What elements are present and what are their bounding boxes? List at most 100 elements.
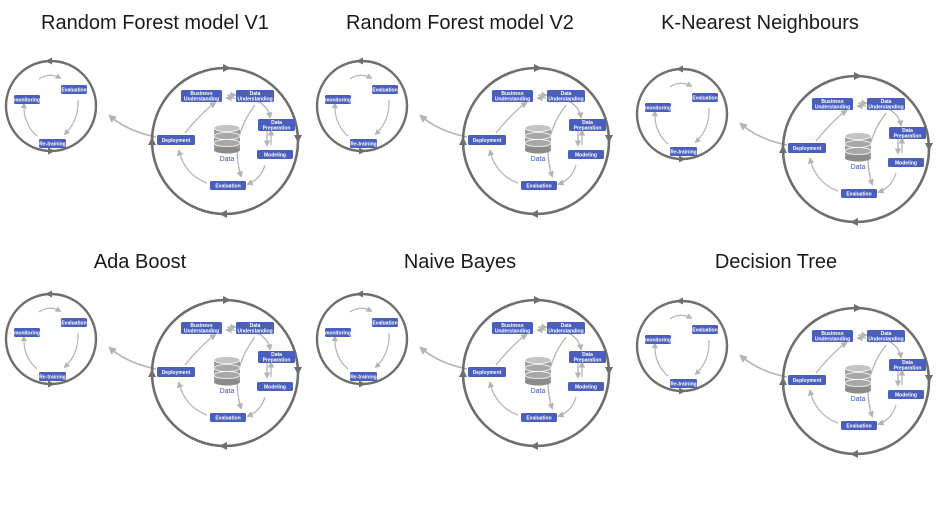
- modeling-label: Modeling: [575, 384, 597, 390]
- data-preparation-label: Data: [902, 128, 913, 134]
- flow-arrow: [331, 102, 349, 137]
- deployment-box: [468, 135, 506, 145]
- monitoring-cycle-ring: [315, 292, 409, 386]
- ring-arrowhead: [850, 218, 858, 226]
- ring-arrowhead: [779, 377, 787, 385]
- business-understanding-label: Understanding: [495, 329, 530, 335]
- flow-arrow: [246, 396, 266, 418]
- data-understanding-label: Data: [881, 99, 892, 105]
- data-preparation-box: [569, 119, 606, 131]
- ring-arrowhead: [925, 143, 933, 151]
- ring-arrowhead: [45, 57, 52, 65]
- data-preparation-label: Preparation: [263, 358, 291, 364]
- evaluation-label: Evaluation: [846, 423, 871, 429]
- business-understanding-label: Understanding: [815, 105, 850, 111]
- small-evaluation-box: [372, 318, 398, 327]
- deployment: Deployment: [468, 135, 506, 145]
- flow-arrow: [651, 342, 669, 377]
- retraining-label: Re-training: [39, 374, 65, 380]
- evaluation-box: [521, 181, 557, 190]
- flow-arrow: [877, 404, 897, 426]
- connector-arrow: [419, 346, 468, 370]
- data-understanding-label: Understanding: [868, 105, 903, 111]
- small-evaluation-box: [692, 93, 718, 102]
- modeling: Modeling: [257, 150, 293, 159]
- data-preparation-label: Preparation: [574, 358, 602, 364]
- data-understanding-label: Understanding: [868, 337, 903, 343]
- ring-arrowhead: [48, 147, 55, 155]
- flow-arrow: [63, 332, 79, 369]
- monitoring-box: [645, 103, 671, 112]
- business-understanding-label: Business: [501, 323, 523, 329]
- data-preparation-box: [258, 119, 295, 131]
- flow-arrow: [815, 109, 848, 142]
- modeling-box: [568, 150, 604, 159]
- data-preparation-label: Preparation: [263, 126, 291, 132]
- evaluation-label: Evaluation: [846, 191, 871, 197]
- retraining: Re-training: [350, 372, 377, 381]
- flow-arrow: [694, 107, 710, 144]
- monitoring-label: monitoring: [325, 330, 351, 336]
- modeling-box: [257, 382, 293, 391]
- flow-arrow: [887, 340, 904, 359]
- ring-arrowhead: [459, 137, 467, 145]
- monitoring-label: monitoring: [645, 337, 671, 343]
- evaluation-box: [841, 189, 877, 198]
- monitoring: monitoring: [645, 335, 671, 344]
- data-understanding-label: Data: [250, 91, 261, 97]
- flow-arrow: [567, 332, 584, 351]
- flow-arrow: [807, 389, 839, 424]
- evaluation: Evaluation: [841, 421, 877, 430]
- monitoring-label: monitoring: [14, 97, 40, 103]
- retraining-box: [670, 379, 697, 388]
- connector-arrow: [739, 354, 788, 378]
- small-evaluation: Evaluation: [692, 325, 718, 334]
- monitoring: monitoring: [14, 328, 40, 337]
- data-understanding-box: [236, 90, 274, 102]
- ring-arrowhead: [850, 450, 858, 458]
- small-evaluation: Evaluation: [372, 318, 398, 327]
- ring-arrowhead: [148, 137, 156, 145]
- monitoring-box: [325, 95, 351, 104]
- database-icon: [213, 356, 241, 386]
- flow-arrow: [349, 306, 373, 313]
- ring-arrowhead: [148, 369, 156, 377]
- data-label: Data: [851, 164, 866, 171]
- monitoring-label: monitoring: [645, 105, 671, 111]
- data-understanding-box: [236, 322, 274, 334]
- connector-arrow: [739, 122, 788, 146]
- flow-arrow: [176, 149, 208, 184]
- modeling: Modeling: [568, 382, 604, 391]
- business-understanding-box: [181, 322, 222, 334]
- ring-arrowhead: [779, 145, 787, 153]
- monitoring-box: [645, 335, 671, 344]
- data-understanding-label: Understanding: [237, 329, 272, 335]
- deployment-label: Deployment: [162, 370, 191, 376]
- ring-arrowhead: [534, 296, 542, 304]
- ring-arrowhead: [459, 369, 467, 377]
- data-label: Data: [531, 156, 546, 163]
- flow-arrow: [246, 164, 266, 186]
- ring-arrowhead: [534, 64, 542, 72]
- data-label: Data: [851, 396, 866, 403]
- evaluation-label: Evaluation: [215, 183, 240, 189]
- modeling: Modeling: [888, 158, 924, 167]
- deployment-label: Deployment: [473, 138, 502, 144]
- flow-arrow: [256, 332, 273, 351]
- ring-arrowhead: [925, 375, 933, 383]
- flow-arrow: [495, 101, 528, 134]
- business-understanding-box: [492, 322, 533, 334]
- data-understanding-box: [547, 322, 585, 334]
- business-understanding-box: [812, 330, 853, 342]
